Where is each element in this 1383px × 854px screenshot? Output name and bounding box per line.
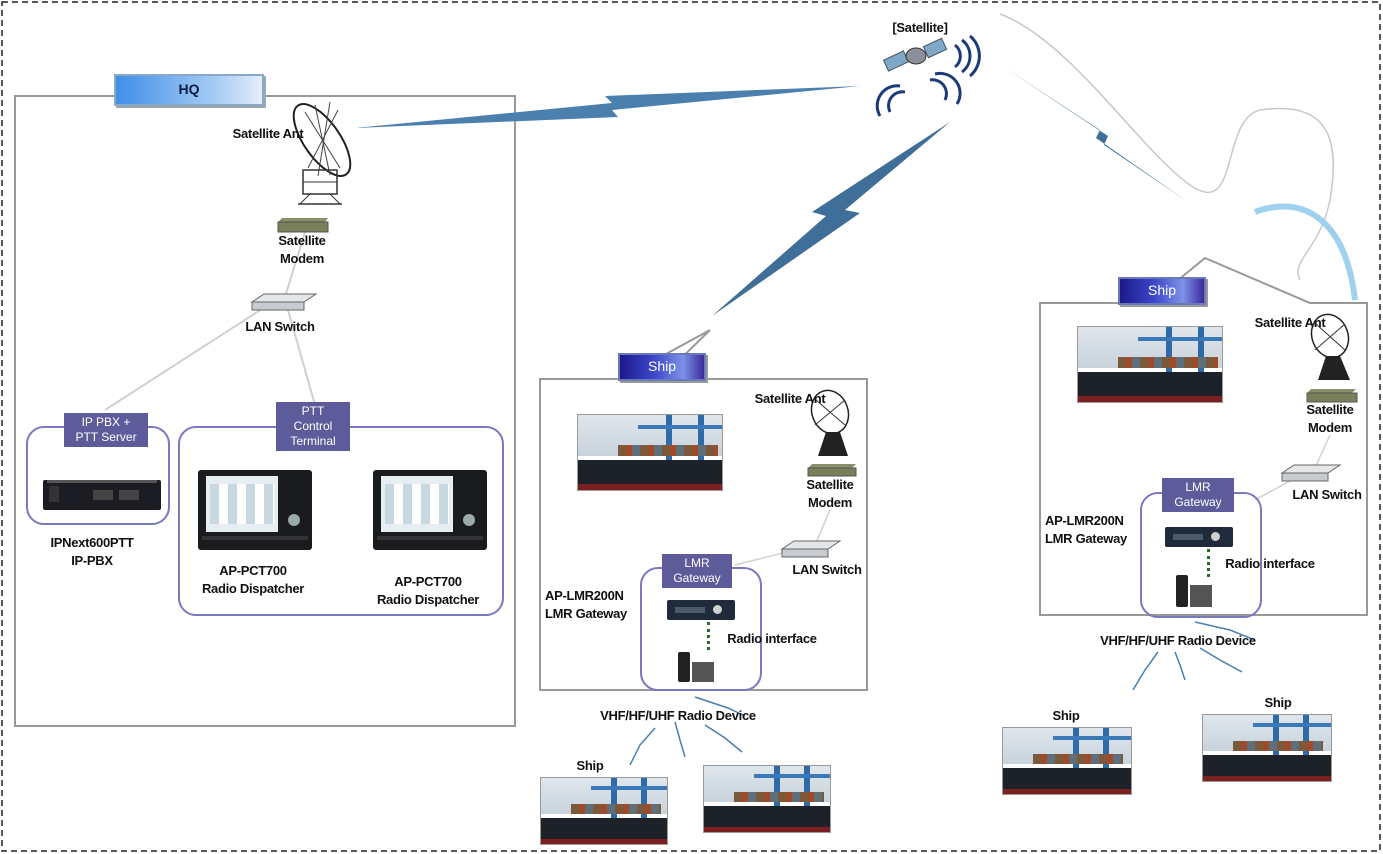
ship-right-cable-icon bbox=[1207, 549, 1216, 577]
hq-lan-switch-label: LAN Switch bbox=[245, 319, 315, 334]
ship-right-lmr-gateway-icon bbox=[1165, 527, 1233, 547]
ippbx-tag: IP PBX + PTT Server bbox=[64, 413, 148, 447]
signal-arc bbox=[1253, 203, 1358, 301]
ship-center-ship-label: Ship bbox=[576, 758, 604, 773]
dispatcher1-label: AP-PCT700 Radio Dispatcher bbox=[201, 563, 305, 596]
ship-right-remote-photo-2 bbox=[1202, 714, 1332, 782]
dispatcher1-icon bbox=[198, 470, 312, 550]
ship-right-lmr-device-label: AP-LMR200N LMR Gateway bbox=[1045, 513, 1127, 546]
right-satellite-dish-icon bbox=[1310, 313, 1350, 380]
hq-satellite-dish-icon bbox=[292, 101, 352, 205]
ship-center-lmr-device-label: AP-LMR200N LMR Gateway bbox=[545, 588, 627, 621]
ptt-tag: PTT Control Terminal bbox=[276, 402, 350, 451]
hq-satellite-modem-icon bbox=[277, 218, 329, 233]
satellite-label: [Satellite] bbox=[892, 20, 948, 35]
link-ship-right-satellite bbox=[1002, 66, 1188, 202]
ippbx-device-label: IPNext600PTT IP-PBX bbox=[50, 535, 134, 568]
ship-right-title: Ship bbox=[1118, 277, 1206, 305]
ship-right-radio-icon bbox=[1158, 575, 1218, 609]
center-satellite-modem-icon bbox=[807, 464, 857, 477]
hq-satellite-modem-label: Satellite Modem bbox=[278, 233, 326, 266]
link-switch-ippbx bbox=[104, 295, 283, 411]
dispatcher2-label: AP-PCT700 Radio Dispatcher bbox=[376, 574, 480, 607]
ship-center-remote-photo-1 bbox=[540, 777, 668, 845]
ship-right-ship-label-left: Ship bbox=[1052, 708, 1080, 723]
right-satellite-modem-icon bbox=[1306, 389, 1358, 403]
ship-center-satellite-modem-label: Satellite Modem bbox=[806, 477, 854, 510]
ship-center-radio-interface-label: Radio interface bbox=[727, 631, 817, 646]
link-switch-ptt bbox=[287, 309, 316, 406]
ship-center-lmr-gateway-icon bbox=[667, 600, 735, 620]
ship-right-lan-switch-label: LAN Switch bbox=[1292, 487, 1362, 502]
ship-center-title: Ship bbox=[618, 353, 706, 381]
hq-lan-switch-icon bbox=[250, 293, 318, 311]
ship-right-radio-interface-label: Radio interface bbox=[1225, 556, 1315, 571]
ship-right-photo bbox=[1077, 326, 1223, 403]
ship-right-satellite-ant-label: Satellite Ant bbox=[1254, 315, 1326, 330]
decorative-curve bbox=[999, 13, 1335, 281]
link-ship-center-satellite bbox=[712, 122, 950, 316]
ship-right-remote-photo-1 bbox=[1002, 727, 1132, 795]
hq-satellite-ant-label: Satellite Ant bbox=[232, 126, 304, 141]
center-satellite-dish-icon bbox=[810, 389, 850, 456]
ship-center-lmr-tag: LMR Gateway bbox=[662, 554, 732, 588]
ship-right-ship-label-right: Ship bbox=[1264, 695, 1292, 710]
hq-title: HQ bbox=[114, 74, 264, 106]
radio-links-center bbox=[629, 696, 746, 766]
hq-panel bbox=[14, 95, 516, 727]
dispatcher2-icon bbox=[373, 470, 487, 550]
ship-center-remote-photo-2 bbox=[703, 765, 831, 833]
right-lan-switch-icon bbox=[1280, 464, 1342, 482]
ship-center-cable-icon bbox=[707, 622, 716, 650]
center-lan-switch-icon bbox=[780, 540, 842, 558]
link-modem-switch bbox=[284, 231, 306, 298]
ship-right-radio-device-label: VHF/HF/UHF Radio Device bbox=[1100, 633, 1256, 648]
link-hq-satellite bbox=[355, 86, 860, 128]
ship-right-lmr-tag: LMR Gateway bbox=[1162, 478, 1234, 512]
satellite-icon bbox=[875, 34, 981, 117]
link-center-modem-switch bbox=[814, 509, 831, 546]
ship-center-photo bbox=[577, 414, 723, 491]
ship-center-radio-device-label: VHF/HF/UHF Radio Device bbox=[600, 708, 756, 723]
ship-center-satellite-ant-label: Satellite Ant bbox=[754, 391, 826, 406]
ippbx-server-icon bbox=[43, 480, 161, 510]
radio-links-right bbox=[1132, 621, 1256, 691]
ship-right-satellite-modem-label: Satellite Modem bbox=[1306, 402, 1354, 435]
ship-center-radio-icon bbox=[660, 652, 716, 684]
ship-center-lan-switch-label: LAN Switch bbox=[792, 562, 862, 577]
link-right-modem-switch bbox=[1314, 434, 1331, 469]
